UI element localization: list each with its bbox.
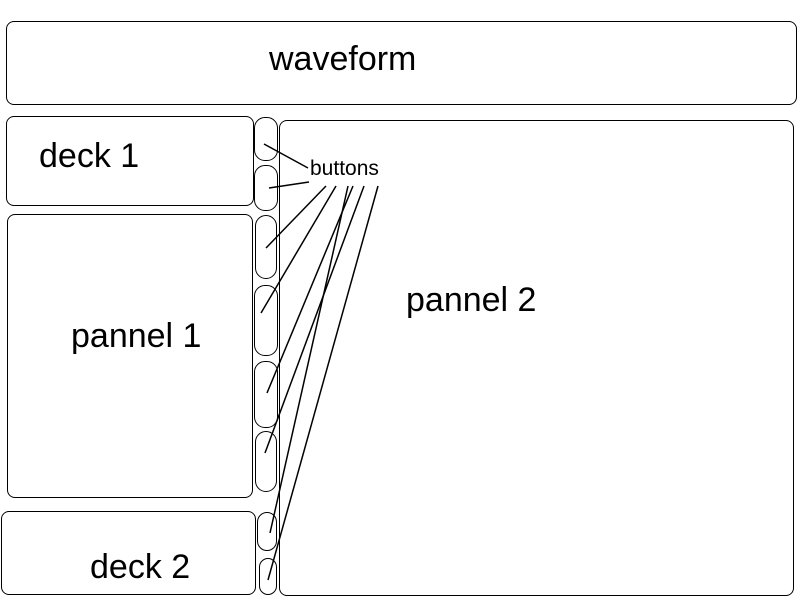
button-7[interactable] [257, 512, 277, 551]
button-2[interactable] [254, 165, 278, 211]
button-6[interactable] [255, 431, 277, 492]
panel-1-label: pannel 1 [71, 317, 202, 355]
panel-1: pannel 1 [7, 214, 253, 498]
buttons-callout-label: buttons [310, 157, 379, 180]
button-3[interactable] [255, 215, 277, 279]
waveform-panel: waveform [6, 21, 797, 105]
button-4[interactable] [254, 285, 278, 356]
deck-1-label: deck 1 [39, 137, 140, 175]
waveform-label: waveform [269, 40, 417, 78]
deck-1: deck 1 [6, 116, 254, 206]
panel-2: pannel 2 [279, 120, 794, 596]
panel-2-label: pannel 2 [406, 281, 537, 319]
button-8[interactable] [259, 558, 277, 595]
button-5[interactable] [254, 361, 278, 428]
button-1[interactable] [254, 117, 278, 161]
deck-2: deck 2 [1, 511, 256, 595]
deck-2-label: deck 2 [90, 548, 191, 586]
